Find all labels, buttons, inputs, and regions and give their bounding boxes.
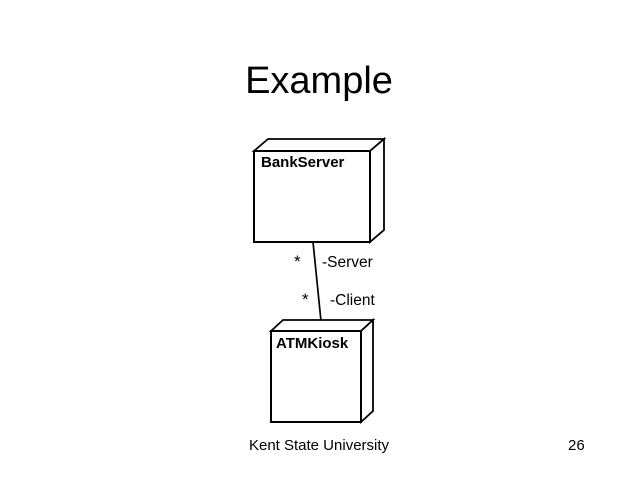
bankserver-node-top-face [251, 138, 387, 152]
bankserver-node-side-face [369, 137, 385, 244]
uml-node-bankserver [251, 137, 387, 244]
footer-page-number: 26 [568, 437, 585, 454]
atmkiosk-node-top-face [268, 319, 376, 332]
association-line [312, 241, 323, 332]
atmkiosk-node-label: ATMKiosk [276, 335, 349, 352]
client-end-multiplicity: * [302, 290, 309, 309]
server-end-role-label: -Server [322, 254, 373, 271]
atmkiosk-node-front-face [270, 330, 362, 423]
slide-title: Example [245, 60, 393, 102]
bankserver-node-label: BankServer [261, 154, 345, 171]
uml-node-atmkiosk [268, 317, 376, 425]
atmkiosk-node-side-face [360, 317, 374, 425]
server-end-multiplicity: * [294, 252, 301, 271]
client-end-role-label: -Client [330, 292, 375, 309]
footer-institution: Kent State University [248, 437, 390, 454]
bankserver-node-front-face [253, 150, 371, 243]
